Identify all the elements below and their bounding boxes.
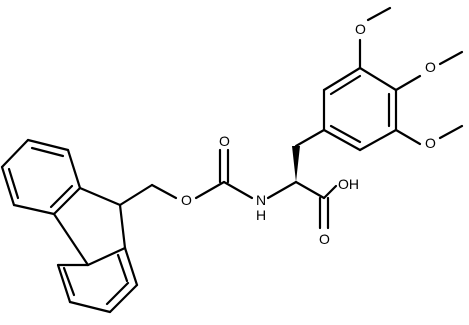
nitrogen-label: N — [256, 192, 266, 208]
bond — [322, 128, 362, 152]
bond — [68, 300, 112, 314]
bond — [322, 66, 362, 92]
bond — [118, 203, 127, 250]
bond — [294, 128, 326, 148]
acid-oxygen-label: O — [319, 231, 330, 247]
bond — [52, 212, 90, 267]
fmoc-linker — [118, 148, 254, 207]
bond — [62, 266, 76, 297]
bond — [322, 184, 338, 200]
bond — [294, 180, 326, 200]
trimethoxyphenyl-group — [322, 6, 464, 152]
bond — [66, 148, 82, 190]
methoxy-top-oxygen-label: O — [355, 21, 366, 37]
bond — [358, 66, 398, 92]
bond — [358, 128, 398, 152]
bond — [266, 180, 298, 200]
atom-labels: O O N H OH O O O O — [181, 21, 436, 247]
bond — [108, 283, 139, 314]
stereo-wedge-bond — [292, 146, 300, 182]
methoxy-right-oxygen-label: O — [425, 59, 436, 75]
bond — [105, 281, 130, 306]
bond — [150, 183, 178, 200]
nitrogen-hydrogen-label: H — [256, 207, 266, 223]
fluorene-group — [0, 138, 139, 314]
amino-acid-core — [266, 128, 338, 230]
bond — [194, 180, 226, 200]
methoxy-bottom-oxygen-label: O — [425, 135, 436, 151]
bond — [56, 263, 72, 304]
bond — [86, 246, 127, 267]
ester-oxygen-label: O — [181, 192, 192, 208]
bond — [118, 183, 154, 207]
bond — [329, 124, 362, 144]
bond — [116, 253, 129, 283]
hydroxyl-label: OH — [338, 176, 359, 192]
bond — [12, 203, 56, 216]
bond — [329, 74, 362, 96]
bond — [123, 246, 139, 287]
bond — [366, 6, 392, 22]
bond — [52, 186, 82, 216]
bond — [222, 180, 254, 200]
bond — [78, 186, 122, 207]
bond — [438, 124, 464, 140]
bond — [49, 184, 74, 209]
bond — [30, 146, 65, 158]
bond — [0, 165, 16, 207]
bond — [394, 74, 422, 92]
bond — [26, 138, 70, 152]
bond — [438, 50, 464, 66]
bond — [394, 128, 422, 146]
bond — [7, 167, 20, 200]
bond — [0, 138, 30, 169]
carbonyl-oxygen-label: O — [219, 133, 230, 149]
